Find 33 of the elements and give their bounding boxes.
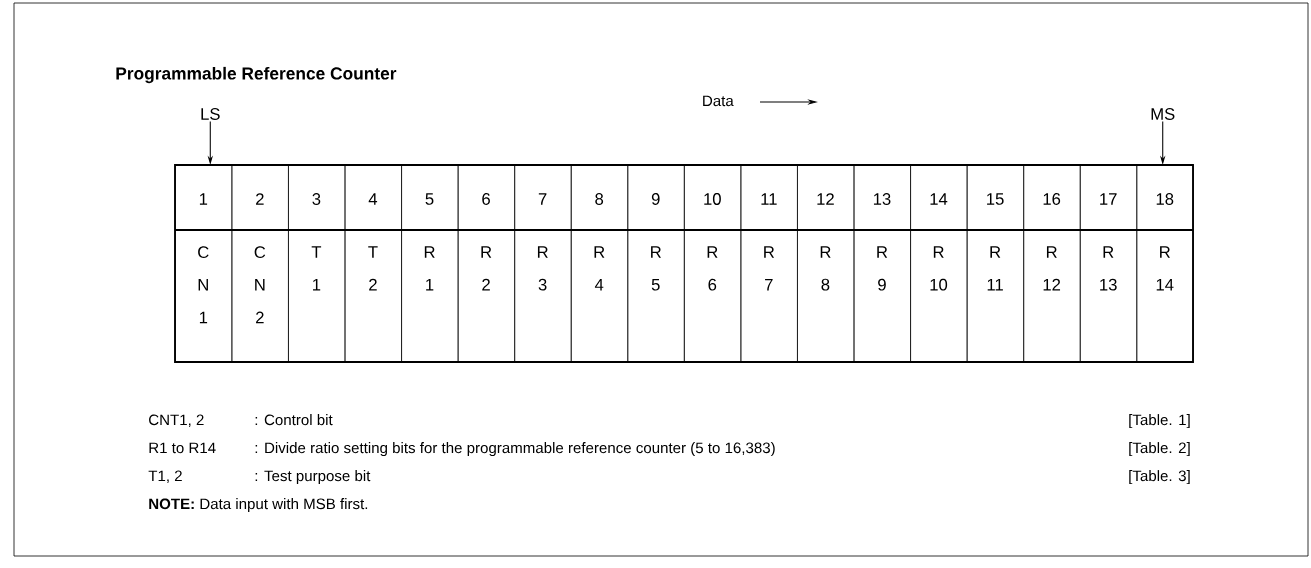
bit-column: 7 R 3	[514, 165, 572, 363]
bit-column: 15 R 11	[966, 165, 1025, 363]
bit-column: 10 R 6	[684, 165, 742, 363]
bit-column: 17 R 13	[1079, 165, 1138, 363]
bit-column: 9 R 5	[627, 165, 685, 363]
data-label: Data	[703, 95, 734, 107]
table-reference: [Table. 3]	[1129, 470, 1190, 485]
bit-column: 16 R 12	[1023, 165, 1081, 363]
marker-label: MS	[1151, 108, 1175, 120]
bit-column: 6 R 2	[457, 165, 515, 363]
bit-column: 18 R 14	[1136, 165, 1194, 363]
title: Programmable Reference Counter	[116, 66, 397, 84]
bit-description: : Control bit	[255, 414, 333, 426]
bit-name: CNT1, 2	[149, 414, 204, 427]
bit-column: 2 C N 2	[231, 165, 289, 363]
table-reference: [Table. 2]	[1129, 442, 1190, 457]
bit-description: : Test purpose bit	[255, 470, 371, 485]
node-label: 1	[199, 193, 208, 205]
bit-column: 3 T 1	[288, 165, 346, 363]
bit-column: 12 R 8	[797, 165, 855, 363]
marker-label: LS	[201, 108, 220, 120]
bit-column: 14 R 10	[910, 165, 968, 363]
table-reference: [Table. 1]	[1129, 414, 1190, 429]
bit-column: 4 T 2	[344, 165, 402, 363]
note: NOTE: Data input with MSB first.	[149, 498, 368, 513]
bit-description: : Divide ratio setting bits for the programmable reference counter (5 to 16,383)	[255, 442, 775, 457]
bit-column: 5 R 1	[401, 165, 459, 363]
bit-column: 11 R 7	[740, 165, 798, 363]
bit-column: 13 R 9	[853, 165, 911, 363]
bit-column: 8 R 4	[570, 165, 629, 363]
bit-name: T1, 2	[148, 470, 182, 483]
node-label: C N 1	[198, 246, 209, 324]
bit-name: R1 to R14	[149, 442, 216, 454]
